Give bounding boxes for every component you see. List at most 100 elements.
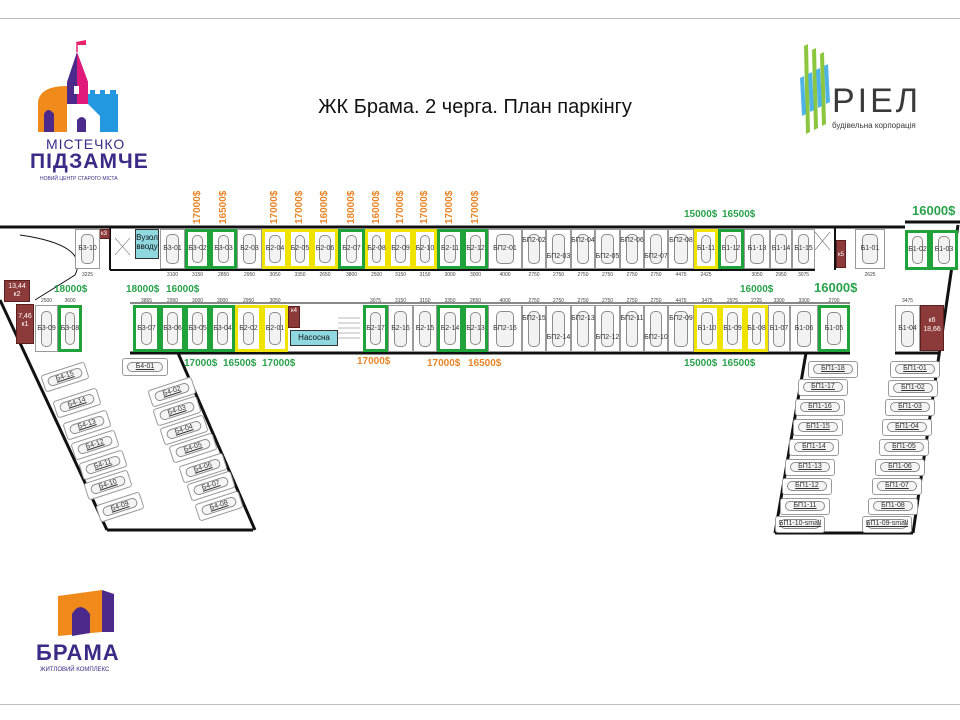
parking-spot[interactable]: БП1-16 xyxy=(795,398,845,416)
spot-label: БП1-13 xyxy=(798,463,822,470)
parking-spot[interactable]: БП2-09 xyxy=(668,305,694,352)
parking-spot[interactable]: Б2-12 xyxy=(463,229,488,269)
parking-spot[interactable]: Б1-08 xyxy=(745,305,768,352)
parking-spot[interactable]: Б1-11 xyxy=(694,229,718,269)
parking-spot[interactable]: БП1-12 xyxy=(782,477,832,495)
parking-spot[interactable]: БП2-06 xyxy=(620,229,644,269)
parking-spot[interactable]: БП2-04 xyxy=(571,229,595,269)
parking-spot[interactable]: БП2-11 xyxy=(620,305,644,352)
parking-spot[interactable]: БП1-17 xyxy=(798,378,848,396)
spot-label: БП1-10-small xyxy=(778,520,822,527)
parking-spot[interactable]: БП1-08 xyxy=(868,497,918,515)
parking-spot[interactable]: Б1-10 xyxy=(694,305,720,352)
price-label: 16500$ xyxy=(722,358,756,369)
parking-spot[interactable]: Б2-14 xyxy=(437,305,463,352)
parking-spot[interactable]: БП2-10 xyxy=(644,305,668,352)
parking-spot[interactable]: Б2-10 xyxy=(413,229,437,269)
dimension-label: 2750 xyxy=(650,272,662,278)
parking-spot[interactable]: Б3-02 xyxy=(185,229,210,269)
parking-spot[interactable]: Б1-12 xyxy=(718,229,744,269)
parking-spot[interactable]: Б3-07 xyxy=(133,305,160,352)
parking-spot[interactable]: Б2-06 xyxy=(312,229,338,269)
parking-spot[interactable]: Б1-04 xyxy=(895,305,920,352)
dimension-label: 2750 xyxy=(577,298,589,304)
spot-label: Б3-02 xyxy=(188,245,207,252)
spot-label: Б2-03 xyxy=(240,245,259,252)
spot-label: Б2-15 xyxy=(415,324,435,332)
parking-spot[interactable]: Б1-15 xyxy=(792,229,815,269)
parking-spot[interactable]: Б1-06 xyxy=(790,305,818,352)
parking-spot[interactable]: Б3-05 xyxy=(185,305,210,352)
spot-label: Б2-17 xyxy=(366,324,385,332)
parking-spot[interactable]: Б2-05 xyxy=(288,229,312,269)
parking-spot[interactable]: Б1-05 xyxy=(818,305,850,352)
parking-spot[interactable]: Б1-09 xyxy=(720,305,745,352)
parking-spot[interactable]: Б1-14 xyxy=(770,229,792,269)
parking-spot[interactable]: Б1-03 xyxy=(930,230,958,270)
parking-spot[interactable]: БП2-01 xyxy=(488,229,522,269)
parking-spot[interactable]: Б1-13 xyxy=(744,229,770,269)
parking-spot[interactable]: БП1-01 xyxy=(890,360,940,378)
parking-spot[interactable]: БП1-09-small xyxy=(862,515,912,533)
parking-spot[interactable]: БП1-03 xyxy=(885,398,935,416)
parking-spot[interactable]: БП1-11 xyxy=(780,497,830,515)
spot-label: БП2-16 xyxy=(493,324,517,332)
parking-spot[interactable]: БП2-12 xyxy=(595,305,620,352)
parking-spot[interactable]: БП1-04 xyxy=(882,418,932,436)
car-icon xyxy=(552,233,565,265)
parking-spot[interactable]: БП2-07 xyxy=(644,229,668,269)
parking-spot[interactable]: БП1-02 xyxy=(888,379,938,397)
parking-spot[interactable]: Б2-17 xyxy=(363,305,388,352)
parking-spot[interactable]: БП2-15 xyxy=(522,305,546,352)
parking-spot[interactable]: Б3-03 xyxy=(210,229,237,269)
car-icon xyxy=(444,312,456,345)
parking-spot[interactable]: Б2-03 xyxy=(237,229,262,269)
parking-spot[interactable]: Б3-04 xyxy=(210,305,235,352)
parking-spot[interactable]: БП2-16 xyxy=(488,305,522,352)
parking-spot[interactable]: Б2-15 xyxy=(413,305,437,352)
parking-spot[interactable]: БП2-03 xyxy=(546,229,571,269)
parking-spot[interactable]: Б1-02 xyxy=(905,230,930,270)
parking-spot[interactable]: БП2-05 xyxy=(595,229,620,269)
parking-spot[interactable]: БП1-05 xyxy=(879,438,929,456)
parking-spot[interactable]: БП2-02 xyxy=(522,229,546,269)
parking-spot[interactable]: БП1-07 xyxy=(872,477,922,495)
parking-spot[interactable]: БП1-15 xyxy=(793,418,843,436)
car-icon xyxy=(345,235,358,263)
parking-spot[interactable]: БП1-18 xyxy=(808,360,858,378)
parking-spot[interactable]: БП1-06 xyxy=(875,458,925,476)
parking-spot[interactable]: Б2-08 xyxy=(365,229,388,269)
car-icon xyxy=(81,233,94,265)
parking-spot[interactable]: БП1-13 xyxy=(785,458,835,476)
parking-spot[interactable]: Б2-07 xyxy=(338,229,365,269)
parking-spot[interactable]: Б3-10 xyxy=(75,229,100,269)
parking-spot[interactable]: Б2-09 xyxy=(388,229,413,269)
parking-spot[interactable]: Б2-11 xyxy=(437,229,463,269)
parking-spot[interactable]: Б2-16 xyxy=(388,305,413,352)
parking-spot[interactable]: Б2-01 xyxy=(262,305,288,352)
price-label: 17000$ xyxy=(262,358,296,369)
parking-spot[interactable]: Б3-08 xyxy=(58,305,82,352)
parking-spot[interactable]: Б3-06 xyxy=(160,305,185,352)
parking-spot[interactable]: Б1-07 xyxy=(768,305,790,352)
dimension-label: 2750 xyxy=(528,272,540,278)
parking-spot[interactable]: БП1-14 xyxy=(789,438,839,456)
parking-spot[interactable]: БП2-13 xyxy=(571,305,595,352)
parking-spot[interactable]: БП1-10-small xyxy=(775,515,825,533)
car-icon xyxy=(192,312,203,345)
car-icon xyxy=(625,233,639,265)
parking-spot[interactable]: БП2-14 xyxy=(546,305,571,352)
parking-spot[interactable]: Б3-01 xyxy=(160,229,185,269)
parking-spot[interactable]: Б3-09 xyxy=(35,305,58,352)
parking-spot[interactable]: Б2-13 xyxy=(463,305,488,352)
parking-spot[interactable]: БП2-08 xyxy=(668,229,694,269)
price-label: 15000$ xyxy=(684,209,718,220)
parking-spot[interactable]: Б2-04 xyxy=(262,229,288,269)
parking-spot[interactable]: Б1-01 xyxy=(855,229,885,269)
parking-spot[interactable]: Б4-01 xyxy=(122,358,168,376)
dimension-label: 2950 xyxy=(243,272,256,278)
parking-spot[interactable]: Б2-02 xyxy=(235,305,262,352)
spot-label: Б2-11 xyxy=(440,245,460,252)
car-icon xyxy=(674,310,688,347)
spot-label: БП1-02 xyxy=(901,384,925,391)
